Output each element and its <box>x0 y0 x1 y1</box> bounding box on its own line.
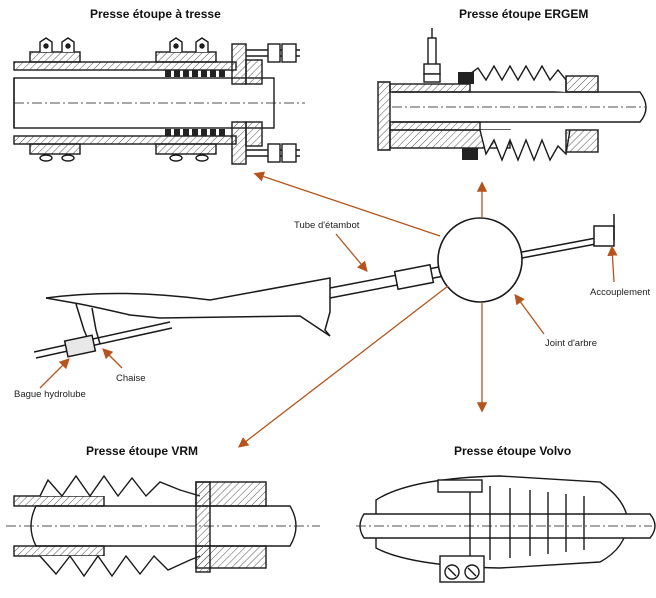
tresse-assembly <box>13 37 305 165</box>
volvo-assembly <box>356 475 656 583</box>
title-presse-etoupe-tresse: Presse étoupe à tresse <box>90 7 221 21</box>
arrow-to-vrm <box>237 285 449 448</box>
arrow-joint-arbre <box>514 293 545 335</box>
ergem-assembly <box>377 28 647 162</box>
title-presse-etoupe-ergem: Presse étoupe ERGEM <box>459 7 589 21</box>
label-bague-hydrolube: Bague hydrolube <box>14 389 86 400</box>
arrow-to-tresse <box>253 171 441 237</box>
label-accouplement: Accouplement <box>590 287 651 298</box>
title-presse-etoupe-vrm: Presse étoupe VRM <box>86 444 199 458</box>
label-chaise: Chaise <box>116 373 146 384</box>
label-tube-etambot: Tube d'étambot <box>294 220 360 231</box>
vrm-assembly <box>6 474 320 578</box>
arrow-tube-etambot <box>335 233 368 272</box>
label-joint-arbre: Joint d'arbre <box>545 338 597 349</box>
title-presse-etoupe-volvo: Presse étoupe Volvo <box>454 444 572 458</box>
stern-shaft-assembly <box>33 214 615 359</box>
arrow-chaise <box>102 348 123 369</box>
callout-arrows <box>39 171 618 448</box>
arrow-accouplement <box>607 245 618 283</box>
arrow-bague-hydrolube <box>39 358 70 389</box>
